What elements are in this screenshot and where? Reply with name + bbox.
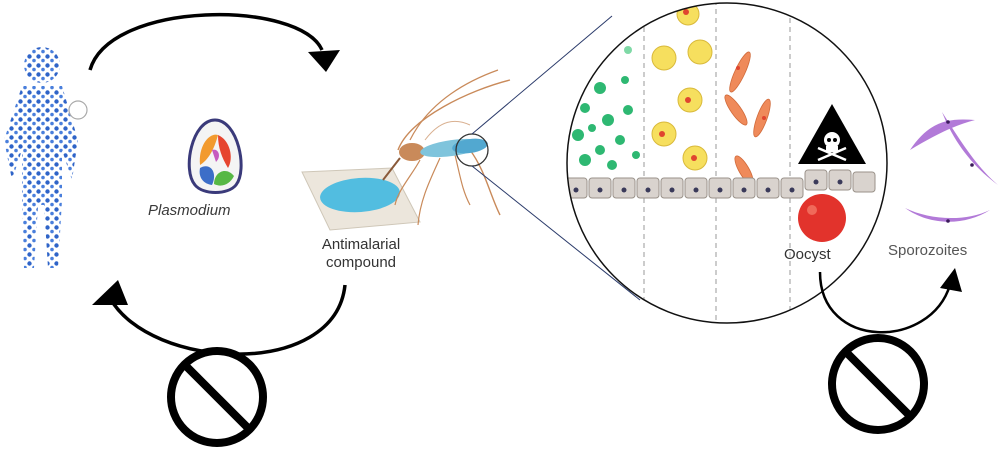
mosquito (382, 69, 511, 226)
compound-label-line2: compound (325, 254, 397, 271)
skull-crossbones-icon (798, 104, 866, 164)
prohibition-icon (828, 334, 928, 434)
sporozoites (905, 112, 998, 223)
oocyst-label: Oocyst (784, 246, 831, 263)
prohibition-icon (167, 347, 267, 447)
zoom-indicator (455, 15, 641, 301)
plasmodium-icon (187, 118, 243, 194)
development-arrow (818, 268, 962, 334)
cycle-arrow-bottom (92, 280, 347, 356)
midgut-magnified-view (566, 2, 888, 324)
oocyst-cell (798, 194, 846, 242)
compound-feeder (301, 167, 421, 231)
human-figure (4, 47, 88, 268)
compound-label-line1: Antimalarial (321, 236, 401, 253)
ookinete-cells (724, 51, 771, 185)
antimalarial-compound-label: Antimalarial compound (306, 236, 416, 272)
sporozoites-label: Sporozoites (888, 242, 968, 259)
cycle-arrow-top (88, 12, 340, 72)
gamete-cells (651, 3, 713, 171)
plasmodium-label: Plasmodium (148, 202, 231, 219)
